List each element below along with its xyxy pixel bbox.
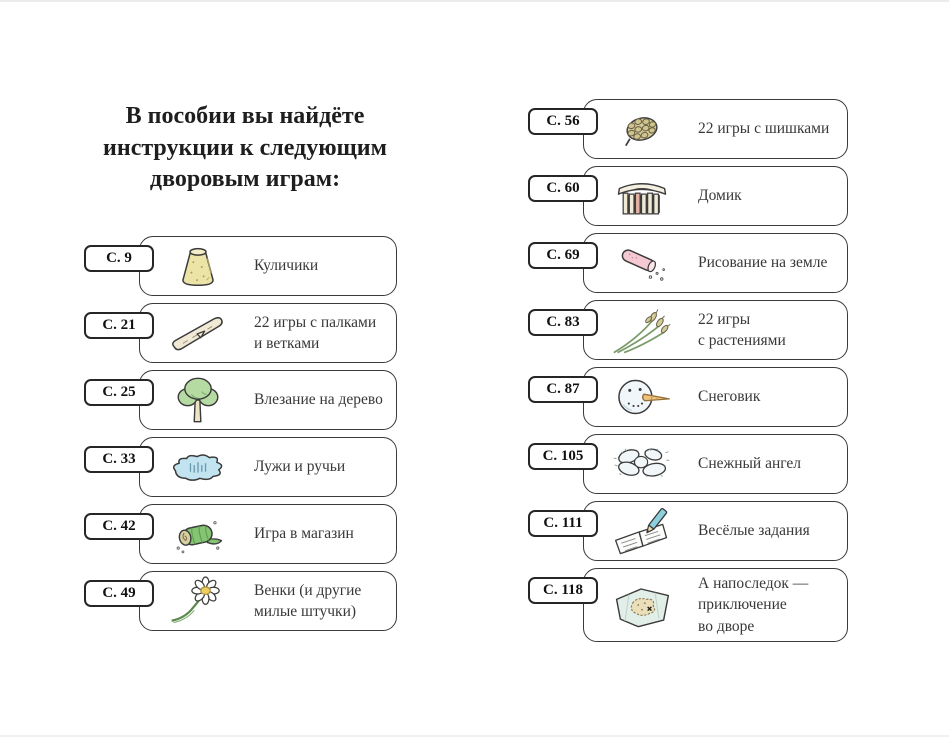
toc-entry: С. 49 [84, 571, 397, 631]
entry-label: Снеговик [698, 388, 761, 406]
page-number-tab: С. 60 [528, 175, 598, 202]
entry-box: Игра в магазин [139, 504, 397, 564]
toc-entry: С. 21 22 игры с палками и ветками [84, 303, 397, 363]
toc-entry: С. 87 Снеговик [528, 367, 848, 427]
sand-pie-icon [166, 241, 230, 291]
entry-label: 22 игры с палками и ветками [254, 313, 377, 352]
entry-box: А напоследок — приключение во дворе [583, 568, 848, 643]
stick-icon [166, 308, 230, 358]
puddle-icon [172, 454, 223, 481]
page-number-tab: С. 21 [84, 312, 154, 339]
toc-entry: С. 33 Лужи и ручьи [84, 437, 397, 497]
entry-label: Венки (и другие милые штучки) [254, 581, 362, 620]
entry-label: Влезание на дерево [254, 391, 383, 409]
entry-box: 22 игры с шишками [583, 99, 848, 159]
pinecone-icon [625, 117, 658, 147]
page-number-tab: С. 111 [528, 510, 598, 537]
plants-icon [613, 309, 671, 354]
toc-entry: С. 9 Куличики [84, 236, 397, 296]
page-number-tab: С. 105 [528, 443, 598, 470]
toc-entry: С. 60 Домик [528, 166, 848, 226]
snow-angel-icon [613, 448, 670, 478]
toc-entry: С. 69 Рисование на земле [528, 233, 848, 293]
entry-label: Лужи и ручьи [254, 458, 346, 476]
chalk-icon [621, 249, 665, 281]
entry-box: Весёлые задания [583, 501, 848, 561]
toc-entry: С. 56 22 игры с шишками [528, 99, 848, 159]
entry-label: 22 игры с шишками [698, 120, 830, 138]
page-number-tab: С. 69 [528, 242, 598, 269]
entry-label: А напоследок — приключение во дворе [698, 575, 809, 635]
entry-box: 22 игры с растениями [583, 300, 848, 360]
toc-entry: С. 118 А напоследок — приключение во дво… [528, 568, 848, 643]
toc-entry: С. 111 Весёлые задания [528, 501, 848, 561]
entry-box: Влезание на дерево [139, 370, 397, 430]
entry-label: Домик [698, 187, 742, 205]
daisy-icon [171, 576, 220, 624]
page-number-tab: С. 83 [528, 309, 598, 336]
entry-box: Венки (и другие милые штучки) [139, 571, 397, 631]
page-number-tab: С. 42 [84, 513, 154, 540]
tree-icon [177, 377, 219, 423]
entry-box: Куличики [139, 236, 397, 296]
page-number-tab: С. 118 [528, 577, 598, 604]
entry-box: Лужи и ручьи [139, 437, 397, 497]
entry-box: 22 игры с палками и ветками [139, 303, 397, 363]
toc-entry: С. 42 Игра в магазин [84, 504, 397, 564]
page-number-tab: С. 9 [84, 245, 154, 272]
entry-label: 22 игры с растениями [698, 310, 786, 349]
toc-entry: С. 105 Снежный ангел [528, 434, 848, 494]
page-number-tab: С. 25 [84, 379, 154, 406]
entry-label: Игра в магазин [254, 525, 354, 543]
page-number-tab: С. 33 [84, 446, 154, 473]
entry-label: Весёлые задания [698, 522, 810, 540]
leaf-roll-icon [176, 521, 223, 554]
toc-entry: С. 25 Влезание на дерево [84, 370, 397, 430]
page-title: В пособии вы найдёте инструкции к следую… [103, 103, 387, 193]
entry-box: Снеговик [583, 367, 848, 427]
entry-box: Рисование на земле [583, 233, 848, 293]
entry-label: Рисование на земле [698, 254, 828, 272]
toc-column-right: С. 56 22 игры с шишками [528, 99, 848, 649]
toc-entry: С. 83 22 игры с растениями [528, 300, 848, 360]
notebook-pencil-icon [614, 507, 668, 555]
treasure-map-icon [615, 588, 670, 628]
entry-box: Снежный ангел [583, 434, 848, 494]
entry-label: Снежный ангел [698, 455, 802, 473]
snowman-icon [618, 379, 670, 415]
toc-column-left: С. 9 Куличики С. 21 [84, 236, 397, 638]
page-number-tab: С. 49 [84, 580, 154, 607]
entry-box: Домик [583, 166, 848, 226]
page-number-tab: С. 87 [528, 376, 598, 403]
entry-label: Куличики [254, 257, 319, 275]
stick-house-icon [617, 183, 667, 215]
page-number-tab: С. 56 [528, 108, 598, 135]
